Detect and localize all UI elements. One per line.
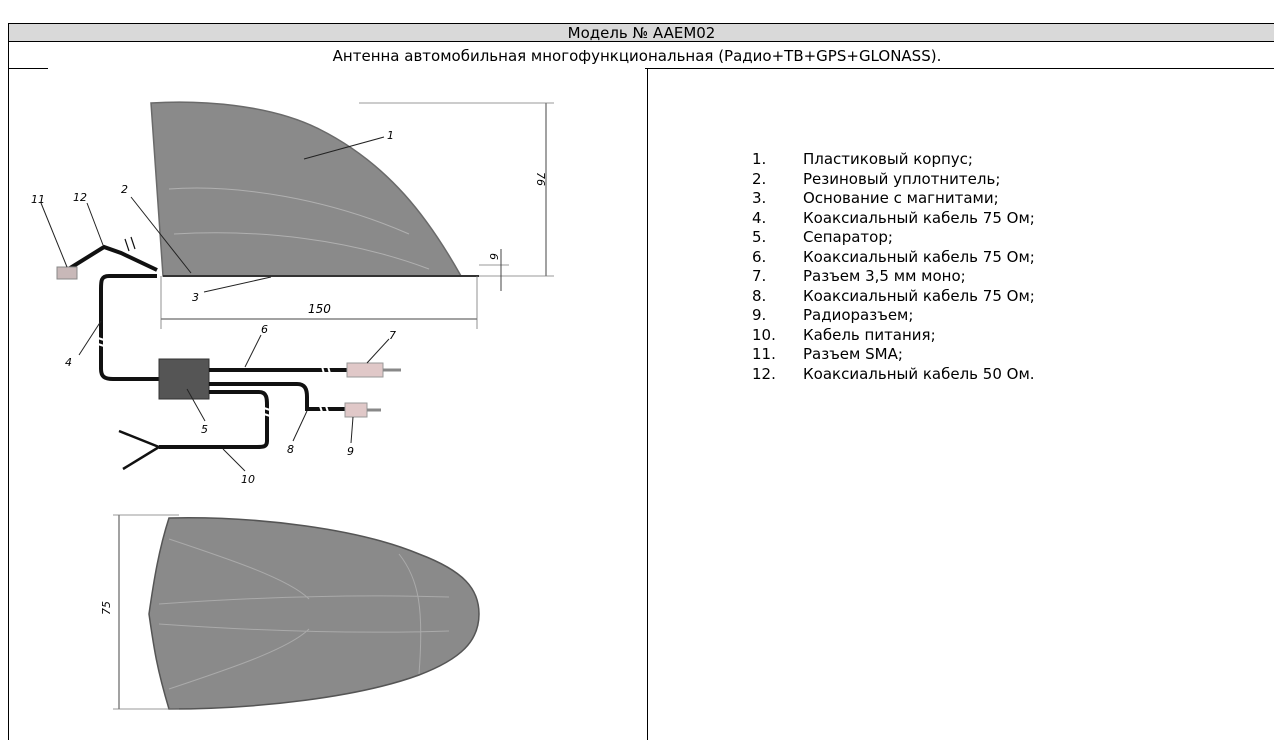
legend-number: 5. <box>752 228 767 246</box>
legend-text: Разъем SMA; <box>803 345 903 363</box>
break-mark <box>320 362 332 378</box>
fin-contour <box>168 187 430 270</box>
legend-item: 8. Коаксиальный кабель 75 Ом; <box>752 287 1035 307</box>
legend-number: 11. <box>752 345 776 363</box>
callout-4: 4 <box>65 356 72 369</box>
legend-text: Радиоразъем; <box>803 306 914 324</box>
callout-2: 2 <box>121 183 128 196</box>
leader-12 <box>86 202 104 246</box>
legend-text: Разъем 3,5 мм моно; <box>803 267 966 285</box>
legend-text: Коаксиальный кабель 50 Ом. <box>803 364 1035 383</box>
table-left-border <box>8 23 9 740</box>
legend-item: 5. Сепаратор; <box>752 228 1035 248</box>
legend-number: 7. <box>752 267 767 285</box>
table-row-divider-right <box>645 68 1274 69</box>
legend-item: 12. Коаксиальный кабель 50 Ом. <box>752 365 1035 385</box>
jack-3-5mm <box>346 362 384 378</box>
separator-box <box>158 358 210 400</box>
legend-text: Кабель питания; <box>803 325 936 344</box>
legend-number: 10. <box>752 325 776 344</box>
leader-2 <box>130 196 192 274</box>
legend-text: Резиновый уплотнитель; <box>803 169 1001 188</box>
break-mark <box>260 406 274 418</box>
callout-12: 12 <box>73 191 87 204</box>
legend-text: Основание с магнитами; <box>803 189 999 207</box>
cable-10 <box>159 390 269 449</box>
leader-10 <box>222 448 246 472</box>
break-mark <box>318 402 330 416</box>
legend-item: 7. Разъем 3,5 мм моно; <box>752 267 1035 287</box>
leader-8 <box>292 410 308 442</box>
legend-number: 1. <box>752 150 767 168</box>
sma-connector <box>56 266 78 280</box>
callout-1: 1 <box>387 129 394 142</box>
parts-legend: 1. Пластиковый корпус; 2. Резиновый уплотн… <box>752 150 1035 384</box>
table-row-divider <box>8 68 48 69</box>
legend-item: 1. Пластиковый корпус; <box>752 150 1035 170</box>
break-mark <box>94 336 108 348</box>
antenna-drawing: 76 6 150 1 2 <box>31 101 554 710</box>
callout-3: 3 <box>192 291 199 304</box>
leader-9 <box>350 416 354 444</box>
legend-item: 9. Радиоразъем; <box>752 306 1035 326</box>
cable-8 <box>209 382 345 411</box>
legend-item: 2. Резиновый уплотнитель; <box>752 170 1035 190</box>
table-column-divider <box>647 68 648 740</box>
antenna-body-side-view <box>150 101 463 277</box>
dim-height-label: 76 <box>534 172 547 186</box>
leader-3 <box>203 276 272 293</box>
legend-number: 12. <box>752 364 776 383</box>
legend-number: 8. <box>752 286 767 305</box>
callout-11: 11 <box>31 193 45 206</box>
legend-number: 2. <box>752 169 767 188</box>
callout-6: 6 <box>261 323 268 336</box>
radio-connector <box>344 402 368 418</box>
cable-4 <box>99 274 159 381</box>
legend-text: Пластиковый корпус; <box>803 150 973 168</box>
leader-7 <box>366 338 390 364</box>
dim-length-label: 150 <box>308 302 331 316</box>
legend-item: 4. Коаксиальный кабель 75 Ом; <box>752 209 1035 229</box>
leader-11 <box>40 202 68 268</box>
top-view-contour <box>158 538 450 690</box>
legend-text: Коаксиальный кабель 75 Ом; <box>803 286 1035 305</box>
callout-7: 7 <box>389 329 396 342</box>
legend-item: 10. Кабель питания; <box>752 326 1035 346</box>
antenna-body-top-view <box>148 517 480 710</box>
legend-number: 3. <box>752 189 767 207</box>
legend-number: 9. <box>752 306 767 324</box>
legend-item: 11. Разъем SMA; <box>752 345 1035 365</box>
model-header: Модель № AAEM02 <box>8 23 1274 42</box>
callout-5: 5 <box>201 423 208 436</box>
legend-text: Коаксиальный кабель 75 Ом; <box>803 247 1035 266</box>
break-mark <box>124 236 136 252</box>
leader-4 <box>78 320 102 356</box>
dim-base-label: 6 <box>487 253 500 260</box>
legend-item: 3. Основание с магнитами; <box>752 189 1035 209</box>
legend-text: Сепаратор; <box>803 228 893 246</box>
callout-8: 8 <box>287 443 294 456</box>
legend-item: 6. Коаксиальный кабель 75 Ом; <box>752 248 1035 268</box>
callout-10: 10 <box>241 473 255 486</box>
leader-6 <box>244 334 262 368</box>
cable-12 <box>65 244 158 272</box>
power-leads <box>118 429 160 471</box>
callout-9: 9 <box>347 445 354 458</box>
leader-1 <box>303 136 385 160</box>
legend-text: Коаксиальный кабель 75 Ом; <box>803 208 1035 227</box>
dim-width-label: 75 <box>100 601 113 615</box>
leader-5 <box>186 388 206 422</box>
product-title: Антенна автомобильная многофункциональна… <box>332 47 942 65</box>
legend-number: 4. <box>752 208 767 227</box>
legend-number: 6. <box>752 247 767 266</box>
